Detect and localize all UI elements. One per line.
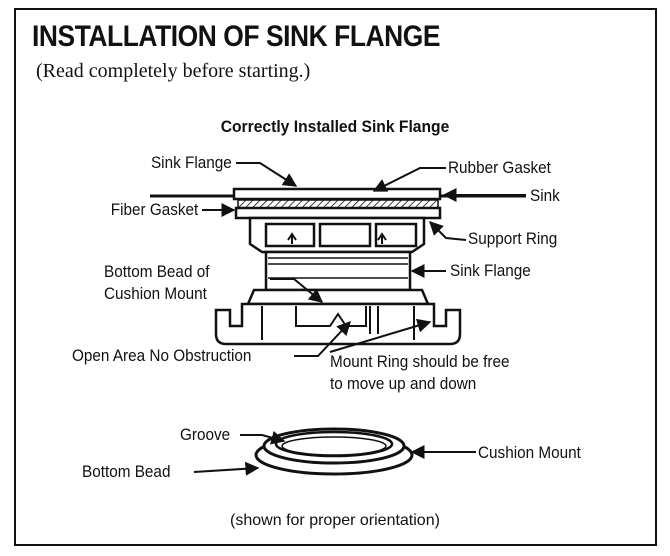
label-mount-ring-1: Mount Ring should be free: [330, 352, 510, 371]
diagram-heading: Correctly Installed Sink Flange: [220, 117, 450, 136]
label-sink: Sink: [530, 186, 560, 205]
orientation-note: (shown for proper orientation): [230, 512, 440, 529]
label-rubber-gasket: Rubber Gasket: [448, 158, 551, 177]
label-mount-ring-2: to move up and down: [330, 374, 477, 393]
page-title: INSTALLATION OF SINK FLANGE: [32, 20, 441, 53]
label-support-ring: Support Ring: [468, 229, 558, 248]
label-groove: Groove: [180, 425, 231, 444]
label-sink-flange-side: Sink Flange: [450, 261, 531, 280]
leader-lines: [193, 162, 526, 476]
label-sink-flange-top: Sink Flange: [151, 153, 232, 172]
page-subtitle: (Read completely before starting.): [36, 60, 311, 82]
diagram-frame: [14, 8, 657, 546]
label-bottom-bead: Bottom Bead: [82, 462, 171, 481]
label-cushion-mount: Cushion Mount: [478, 443, 581, 462]
flange-neck: [264, 250, 412, 292]
label-bottom-bead-cushion-2: Cushion Mount: [104, 284, 207, 303]
cushion-mount-ring: [254, 427, 414, 476]
support-ring: [248, 216, 426, 254]
label-bottom-bead-cushion-1: Bottom Bead of: [104, 262, 210, 281]
label-open-area: Open Area No Obstruction: [72, 346, 252, 365]
label-fiber-gasket: Fiber Gasket: [110, 200, 198, 219]
sink-flange-top-plate: [232, 187, 442, 220]
